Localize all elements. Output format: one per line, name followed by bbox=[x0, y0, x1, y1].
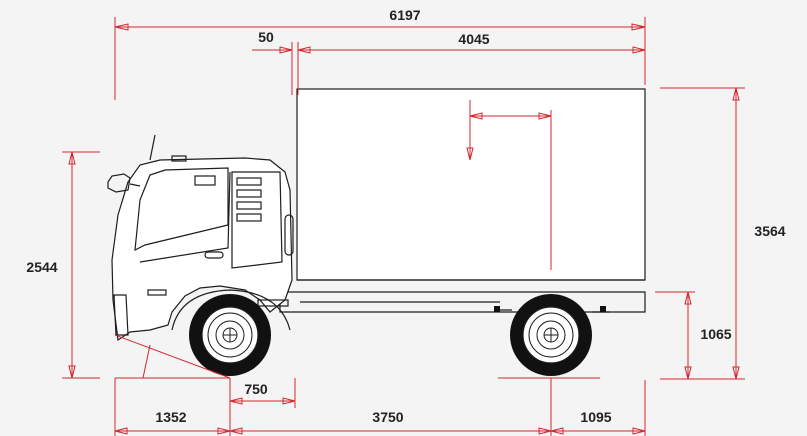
cab-vent-4 bbox=[236, 213, 262, 222]
label-rear-overhang: 1095 bbox=[580, 409, 611, 425]
cab-door-line bbox=[139, 171, 231, 263]
front-fender bbox=[171, 289, 291, 331]
cab-vent-1 bbox=[236, 177, 262, 186]
label-cab-height: 2544 bbox=[26, 259, 57, 275]
cab-windshield bbox=[134, 167, 229, 252]
cargo-box bbox=[296, 88, 646, 281]
cab-step bbox=[257, 299, 289, 307]
chassis-frame bbox=[279, 291, 646, 313]
cab-vent-2 bbox=[236, 189, 262, 198]
label-overall-height: 3564 bbox=[754, 223, 785, 239]
rear-light-1 bbox=[494, 306, 500, 312]
label-front-overhang: 1352 bbox=[155, 409, 186, 425]
label-cab-gap: 50 bbox=[258, 29, 274, 45]
dimension-labels: 6197 50 4045 3564 2544 1065 750 1352 375… bbox=[26, 7, 785, 425]
front-bumper bbox=[113, 294, 129, 336]
antenna bbox=[149, 134, 156, 161]
side-mirror bbox=[107, 173, 131, 193]
cab-grab-handle bbox=[194, 175, 216, 186]
roof-light bbox=[171, 155, 187, 162]
label-wheelbase: 3750 bbox=[372, 409, 403, 425]
truck-drawing bbox=[107, 88, 646, 376]
rear-light-2 bbox=[600, 306, 606, 312]
label-overall-length: 6197 bbox=[389, 7, 420, 23]
cab-vent-3 bbox=[236, 201, 262, 210]
label-frame-height: 1065 bbox=[700, 326, 731, 342]
rear-wheel bbox=[510, 294, 592, 376]
rear-grab-bar bbox=[284, 214, 294, 256]
front-wheel bbox=[189, 294, 271, 376]
cab-rear-panel bbox=[231, 171, 283, 269]
mirror-arm bbox=[129, 183, 141, 187]
label-cab-overhang: 750 bbox=[244, 381, 268, 397]
dimension-lines bbox=[62, 17, 745, 436]
label-body-length: 4045 bbox=[458, 31, 489, 47]
headlight bbox=[147, 289, 167, 296]
door-handle bbox=[204, 251, 224, 259]
